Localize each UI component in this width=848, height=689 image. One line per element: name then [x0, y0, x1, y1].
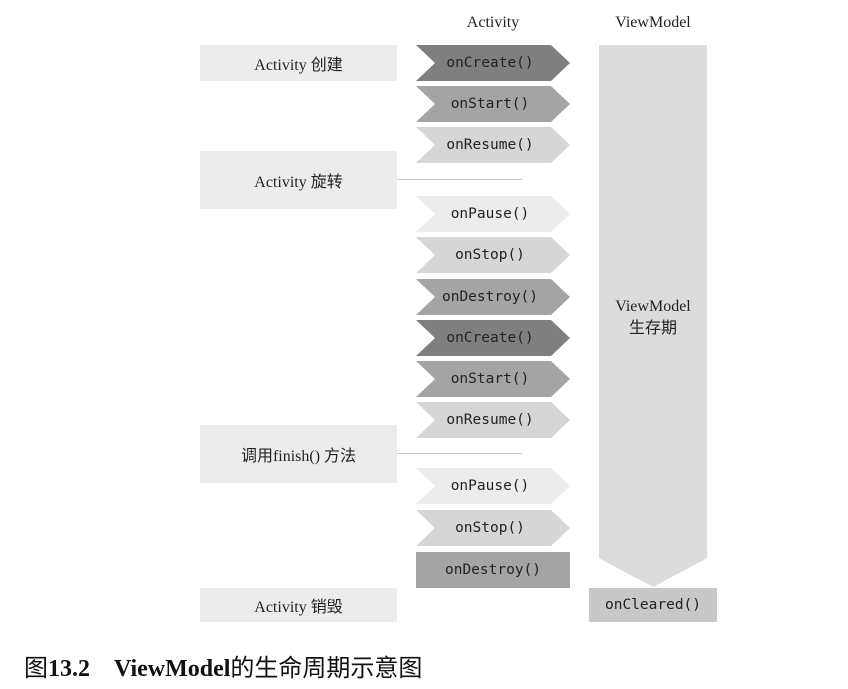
event-finish-called: 调用finish() 方法: [200, 425, 397, 483]
event-activity-created: Activity 创建: [200, 45, 397, 81]
event-activity-destroyed: Activity 销毁: [200, 588, 397, 622]
callback-onpause-first: onPause(): [416, 196, 570, 232]
caption-subject: ViewModel: [114, 656, 231, 682]
caption-prefix: 图: [24, 656, 48, 682]
caption-suffix: 的生命周期示意图: [230, 656, 423, 682]
activity-column-header: Activity: [466, 14, 520, 31]
callback-onstop-first: onStop(): [416, 237, 570, 273]
viewmodel-lifetime-line2: 生存期: [628, 320, 677, 337]
callback-ondestroy-first: onDestroy(): [416, 279, 570, 315]
callback-ondestroy-final: onDestroy(): [416, 552, 570, 588]
callback-oncreate-first: onCreate(): [416, 45, 570, 81]
callback-onpause-second: onPause(): [416, 468, 570, 504]
viewmodel-column-header: ViewModel: [615, 14, 691, 31]
caption-number: 13.2: [48, 656, 90, 682]
viewmodel-lifetime-label: ViewModel 生存期: [599, 296, 707, 340]
callback-onresume-first: onResume(): [416, 127, 570, 163]
figure-caption: 图13.2 ViewModel的生命周期示意图: [24, 648, 422, 683]
callback-onstart-first: onStart(): [416, 86, 570, 122]
callback-oncreate-second: onCreate(): [416, 320, 570, 356]
connector-line-finish: [397, 453, 522, 454]
callback-onresume-second: onResume(): [416, 402, 570, 438]
callback-oncleared: onCleared(): [589, 588, 717, 622]
viewmodel-lifetime-bar: [599, 45, 707, 587]
event-activity-rotated: Activity 旋转: [200, 151, 397, 209]
viewmodel-lifetime-line1: ViewModel: [615, 298, 691, 315]
callback-onstart-second: onStart(): [416, 361, 570, 397]
callback-onstop-second: onStop(): [416, 510, 570, 546]
connector-line-rotation: [397, 179, 522, 180]
